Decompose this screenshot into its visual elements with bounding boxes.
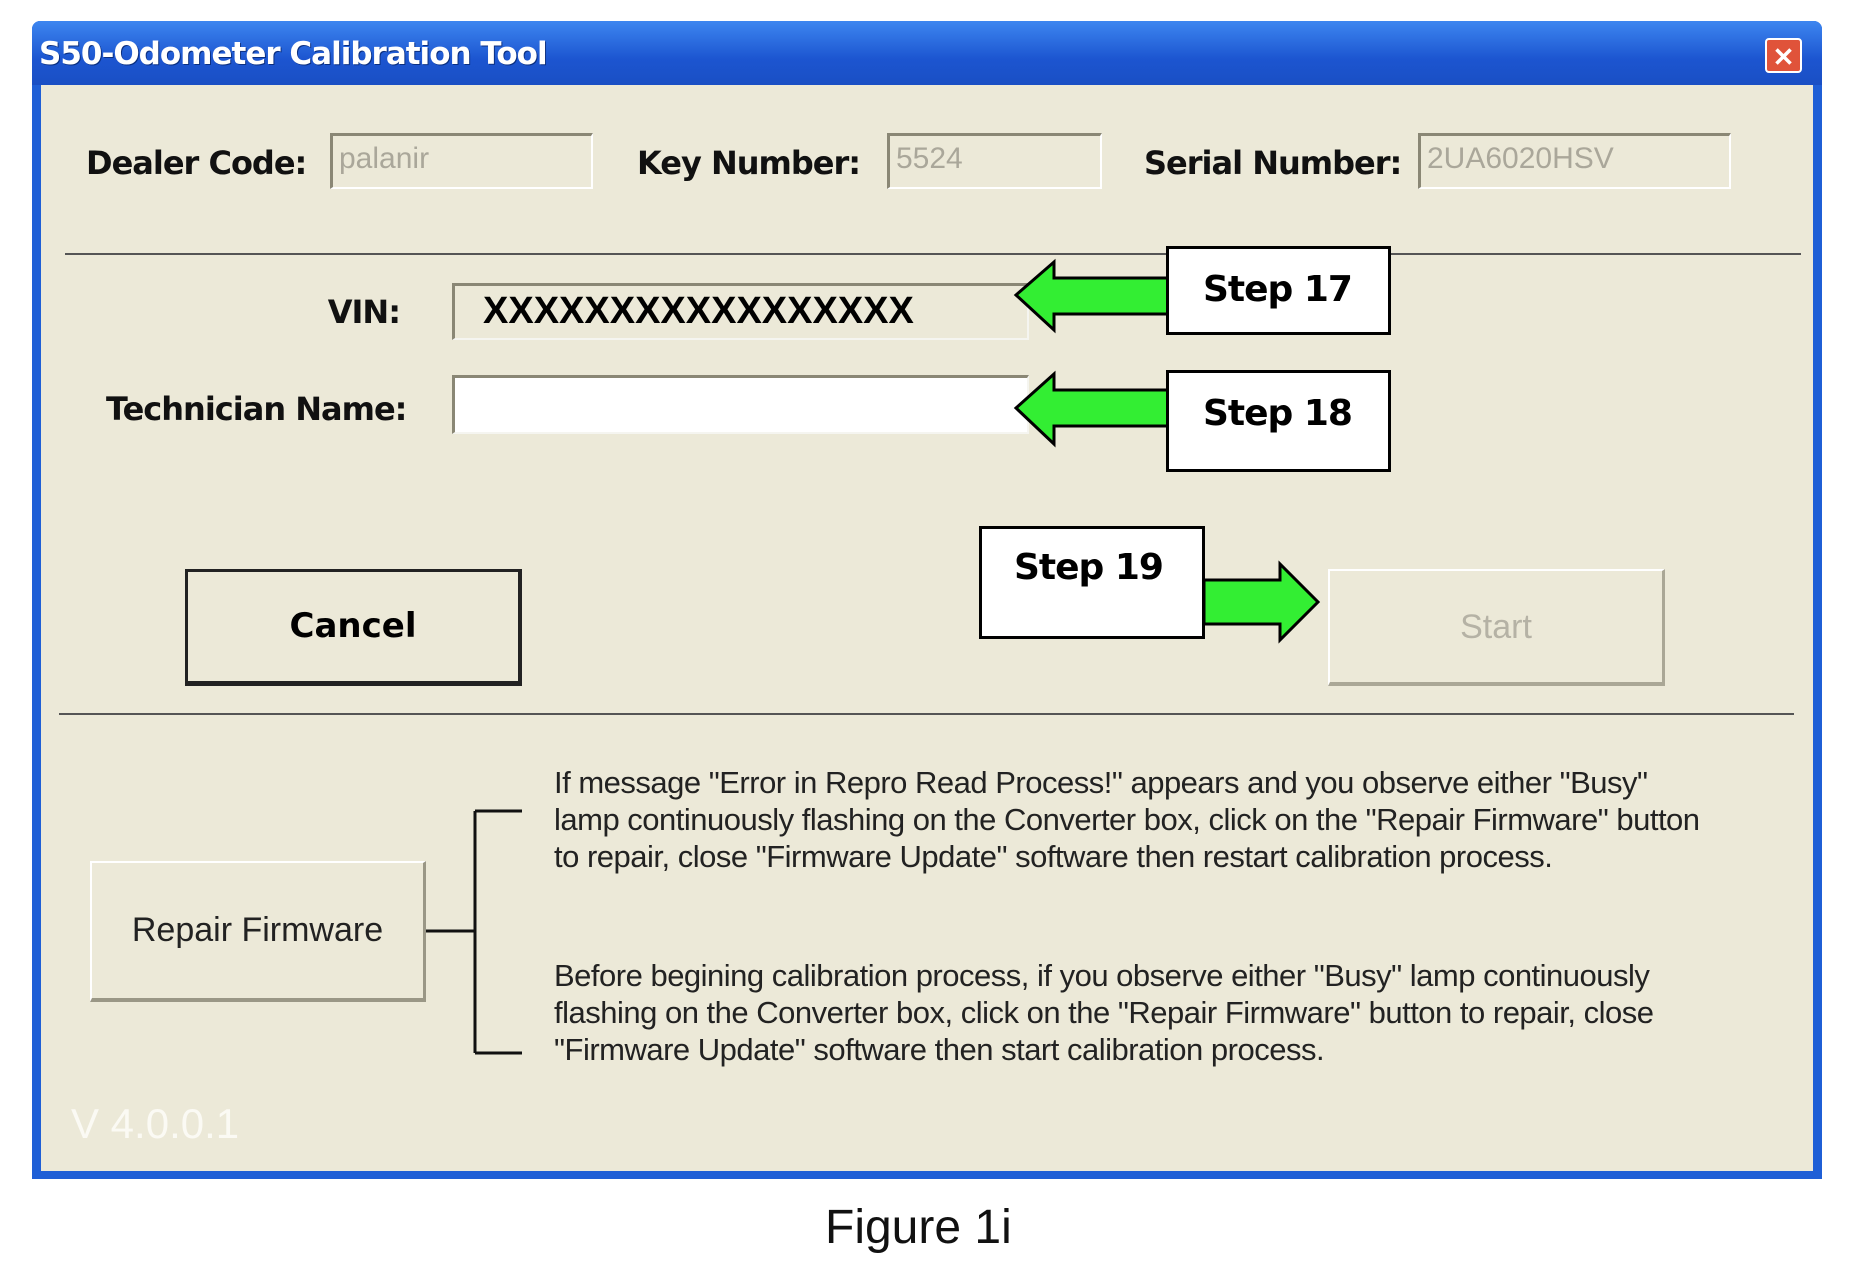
technician-name-field[interactable] bbox=[452, 375, 1029, 434]
technician-name-label: Technician Name: bbox=[106, 390, 407, 428]
divider-bottom bbox=[59, 713, 1794, 715]
step18-callout: Step 18 bbox=[1166, 370, 1391, 472]
serial-number-label: Serial Number: bbox=[1144, 144, 1402, 182]
key-number-label: Key Number: bbox=[637, 144, 861, 182]
window-title: S50-Odometer Calibration Tool bbox=[39, 36, 548, 72]
dealer-code-label: Dealer Code: bbox=[86, 144, 307, 182]
cancel-button[interactable]: Cancel bbox=[185, 569, 522, 686]
version-label: V 4.0.0.1 bbox=[71, 1100, 240, 1147]
step19-callout: Step 19 bbox=[979, 526, 1205, 639]
vin-label: VIN: bbox=[327, 293, 401, 331]
serial-number-field[interactable]: 2UA6020HSV bbox=[1418, 133, 1731, 189]
close-icon[interactable]: ✕ bbox=[1765, 38, 1802, 73]
arrow-left-step18-icon bbox=[1013, 370, 1170, 448]
repair-firmware-button[interactable]: Repair Firmware bbox=[90, 861, 426, 1002]
figure-caption: Figure 1i bbox=[825, 1201, 1012, 1254]
key-number-field[interactable]: 5524 bbox=[887, 133, 1102, 189]
vin-field[interactable]: XXXXXXXXXXXXXXXXX bbox=[452, 283, 1029, 340]
help-text-before-calibration: Before begining calibration process, if … bbox=[554, 958, 1654, 1067]
arrow-left-step17-icon bbox=[1013, 258, 1170, 334]
help-text-repro-error: If message "Error in Repro Read Process!… bbox=[554, 765, 1700, 874]
step17-callout: Step 17 bbox=[1166, 246, 1391, 335]
arrow-right-step19-icon bbox=[1202, 560, 1321, 644]
dealer-code-field[interactable]: palanir bbox=[330, 133, 593, 189]
bracket-connector bbox=[426, 809, 522, 1055]
title-bar[interactable] bbox=[32, 21, 1822, 85]
start-button[interactable]: Start bbox=[1328, 569, 1665, 686]
divider-top bbox=[65, 253, 1801, 255]
